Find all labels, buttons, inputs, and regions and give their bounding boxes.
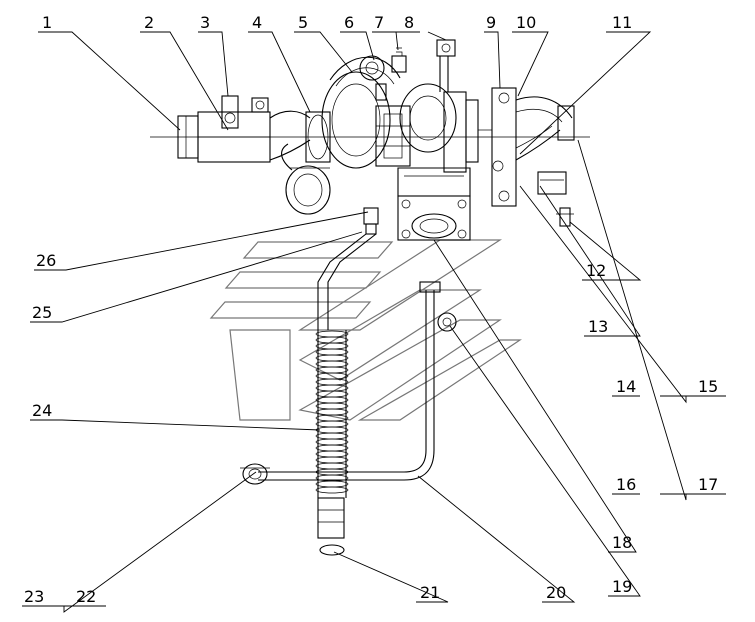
callout-2: 2 — [144, 13, 154, 32]
outlet-elbow — [515, 96, 575, 161]
top-fittings — [375, 39, 456, 101]
callout-9: 9 — [486, 13, 496, 32]
clamp — [221, 95, 269, 129]
support-bracket — [537, 171, 574, 227]
callout-16: 16 — [616, 475, 636, 494]
callout-17: 17 — [698, 475, 718, 494]
oil-inlet-fitting — [363, 207, 379, 235]
elbow-fitting — [240, 463, 270, 485]
oil-feed-line — [317, 233, 377, 330]
callout-8: 8 — [404, 13, 414, 32]
callout-labels: 1 2 3 4 5 6 7 8 9 10 11 12 13 14 15 16 1… — [24, 13, 718, 606]
watermark-logo — [209, 239, 522, 421]
drain-fitting — [317, 497, 345, 556]
callout-21: 21 — [420, 583, 440, 602]
callout-13: 13 — [588, 317, 608, 336]
callout-22: 22 — [76, 587, 96, 606]
callout-25: 25 — [32, 303, 52, 322]
exhaust-flange — [397, 195, 471, 241]
callout-11: 11 — [612, 13, 632, 32]
callout-6: 6 — [344, 13, 354, 32]
compressor-housing — [321, 55, 401, 169]
elbow-hose — [269, 110, 331, 163]
callout-26: 26 — [36, 251, 56, 270]
outlet-flange — [478, 87, 517, 207]
banjo-fitting — [437, 312, 457, 332]
callout-12: 12 — [586, 261, 606, 280]
callout-14: 14 — [616, 377, 636, 396]
callout-3: 3 — [200, 13, 210, 32]
leader-lines — [22, 31, 726, 613]
callout-23: 23 — [24, 587, 44, 606]
callout-20: 20 — [546, 583, 566, 602]
callout-5: 5 — [298, 13, 308, 32]
callout-7: 7 — [374, 13, 384, 32]
bearing-housing — [375, 105, 411, 167]
return-pipe — [258, 281, 441, 481]
callout-10: 10 — [516, 13, 536, 32]
actuator-canister — [281, 143, 331, 215]
callout-15: 15 — [698, 377, 718, 396]
callout-24: 24 — [32, 401, 52, 420]
callout-4: 4 — [252, 13, 262, 32]
callout-1: 1 — [42, 13, 52, 32]
callout-19: 19 — [612, 577, 632, 596]
callout-18: 18 — [612, 533, 632, 552]
bellows-hose — [315, 330, 349, 498]
